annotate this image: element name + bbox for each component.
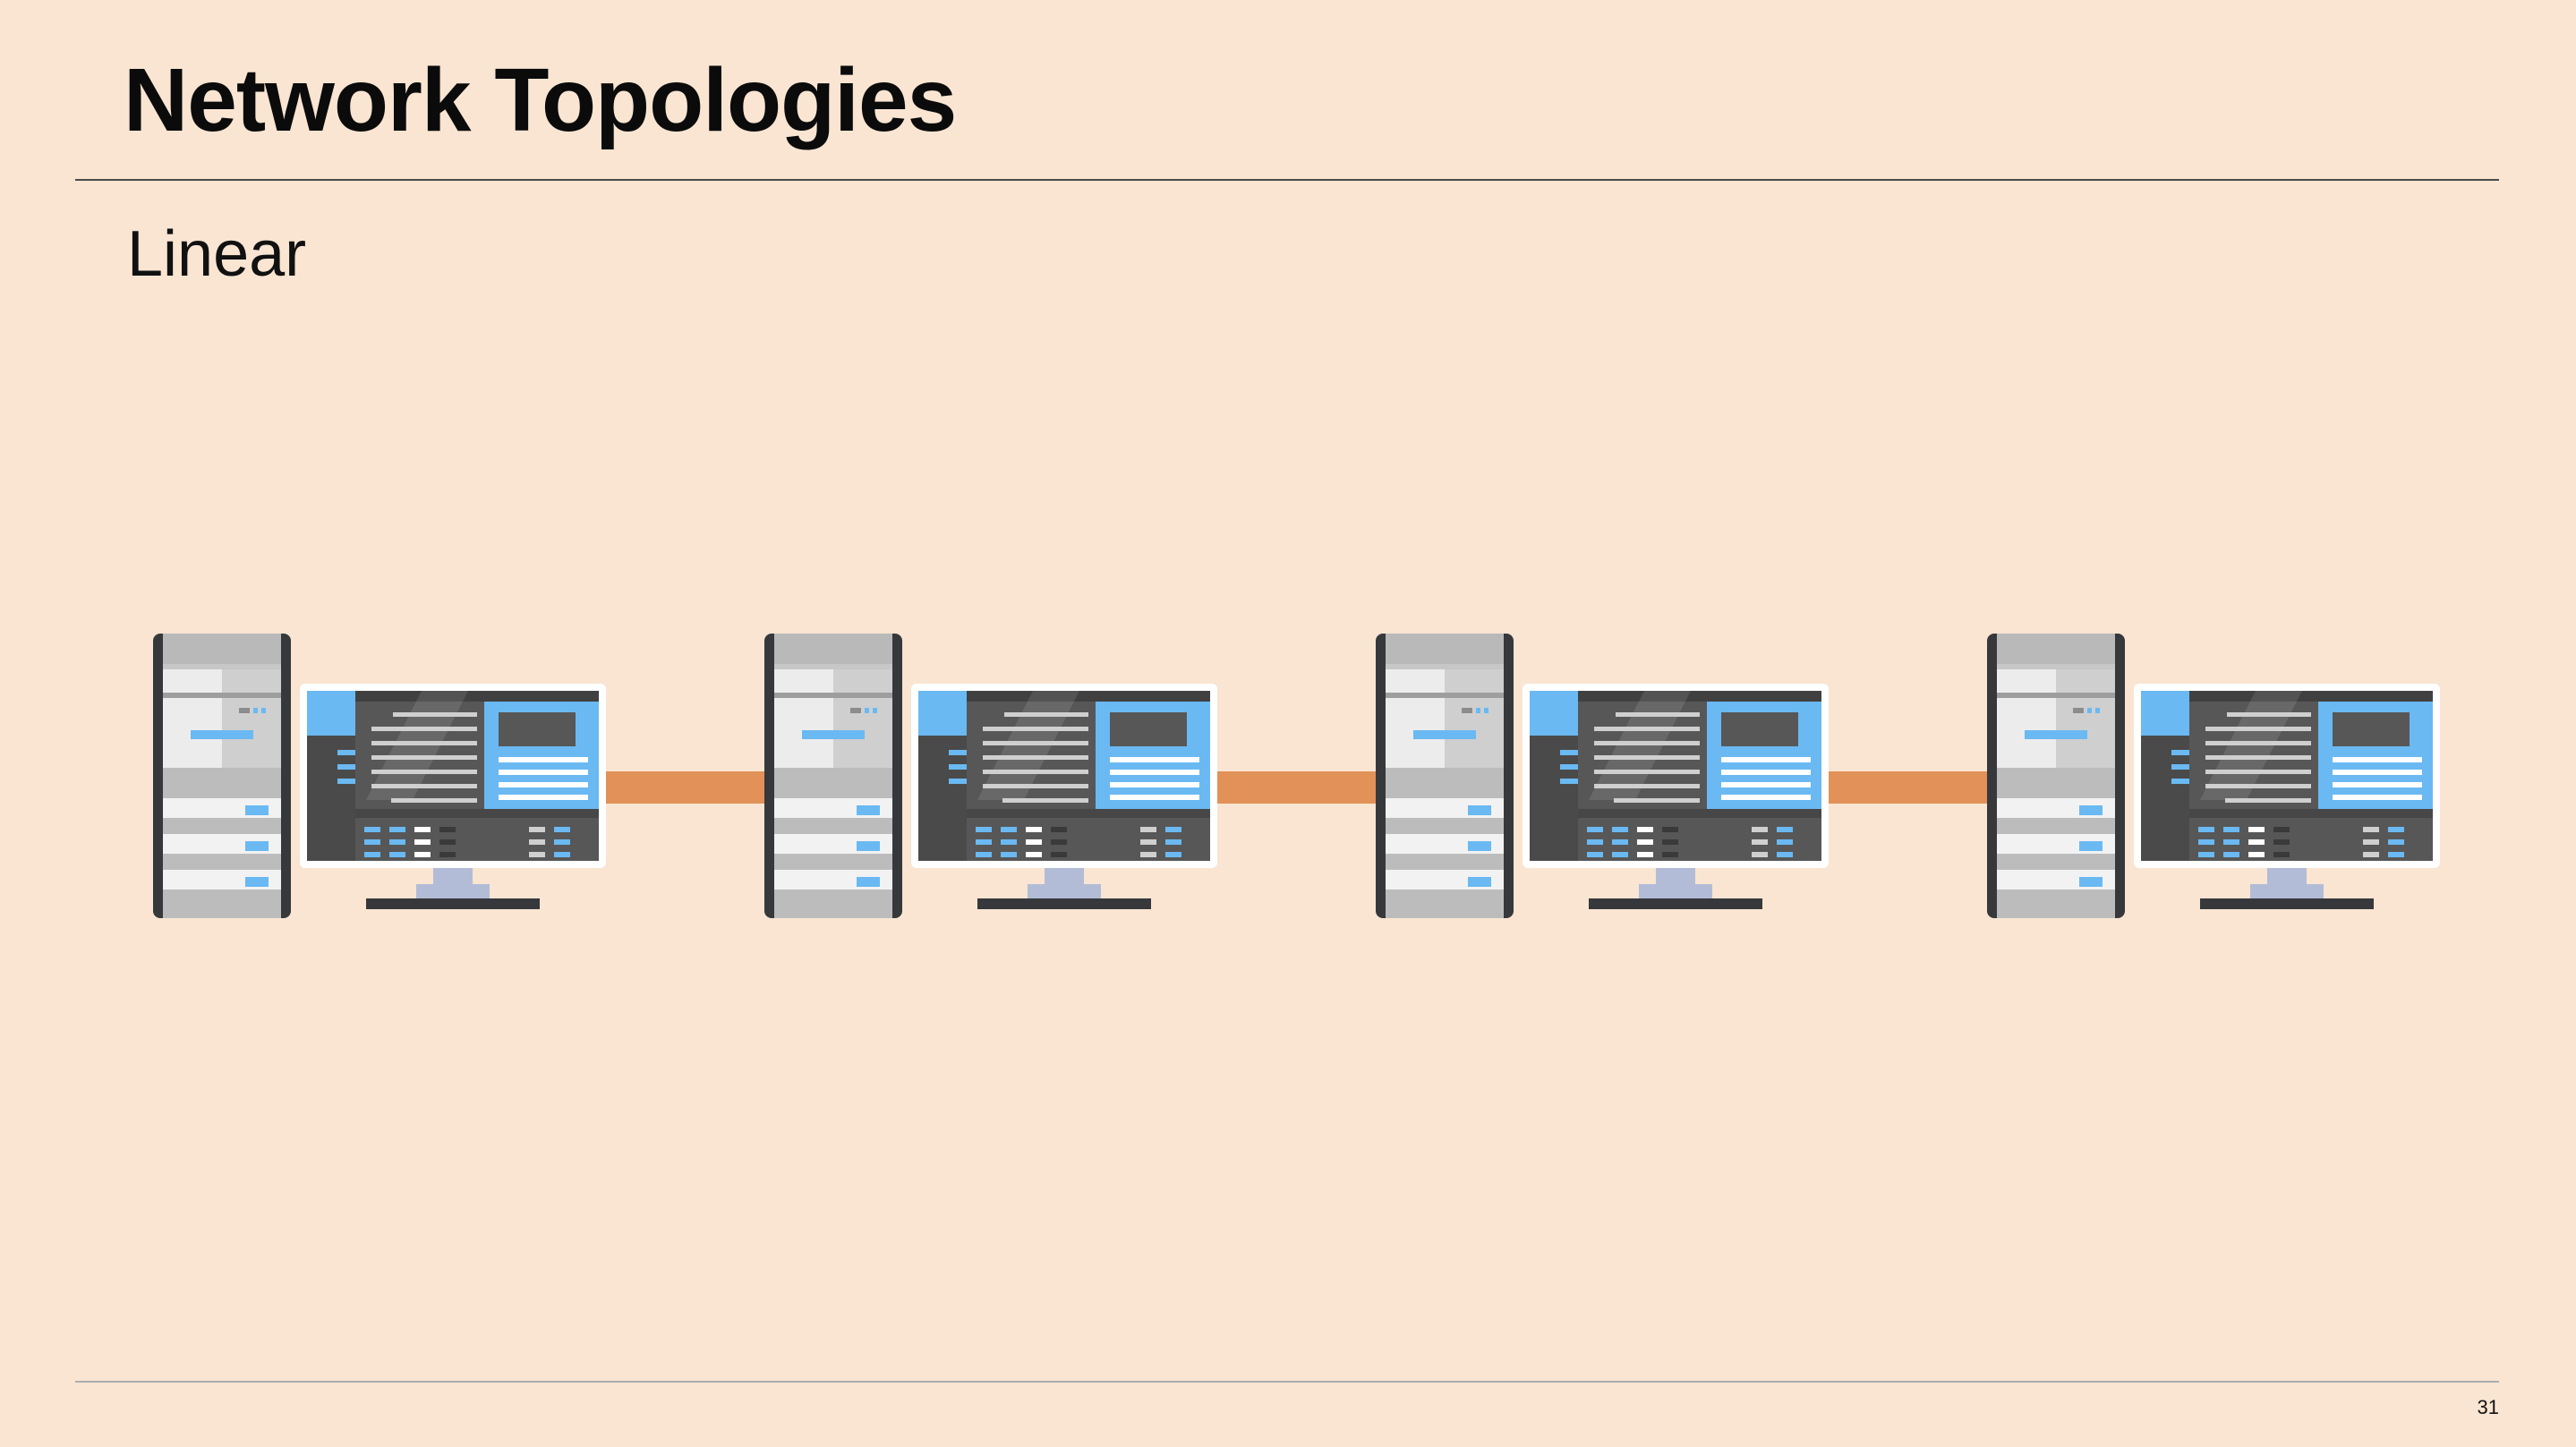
network-link [1216, 771, 1377, 804]
computer-node-4 [1987, 634, 2440, 918]
desktop-computer-icon [764, 634, 1217, 918]
slide-subtitle: Linear [127, 218, 307, 290]
desktop-computer-icon [153, 634, 606, 918]
desktop-computer-icon [1987, 634, 2440, 918]
computer-node-3 [1376, 634, 1829, 918]
desktop-computer-icon [1376, 634, 1829, 918]
computer-node-1 [153, 634, 606, 918]
slide-title: Network Topologies [124, 50, 957, 150]
page-number: 31 [2477, 1396, 2499, 1418]
network-link [605, 771, 765, 804]
computer-node-2 [764, 634, 1217, 918]
title-divider [75, 179, 2499, 181]
linear-topology-diagram [153, 634, 2440, 918]
network-link [1828, 771, 1988, 804]
footer-divider [75, 1381, 2499, 1383]
